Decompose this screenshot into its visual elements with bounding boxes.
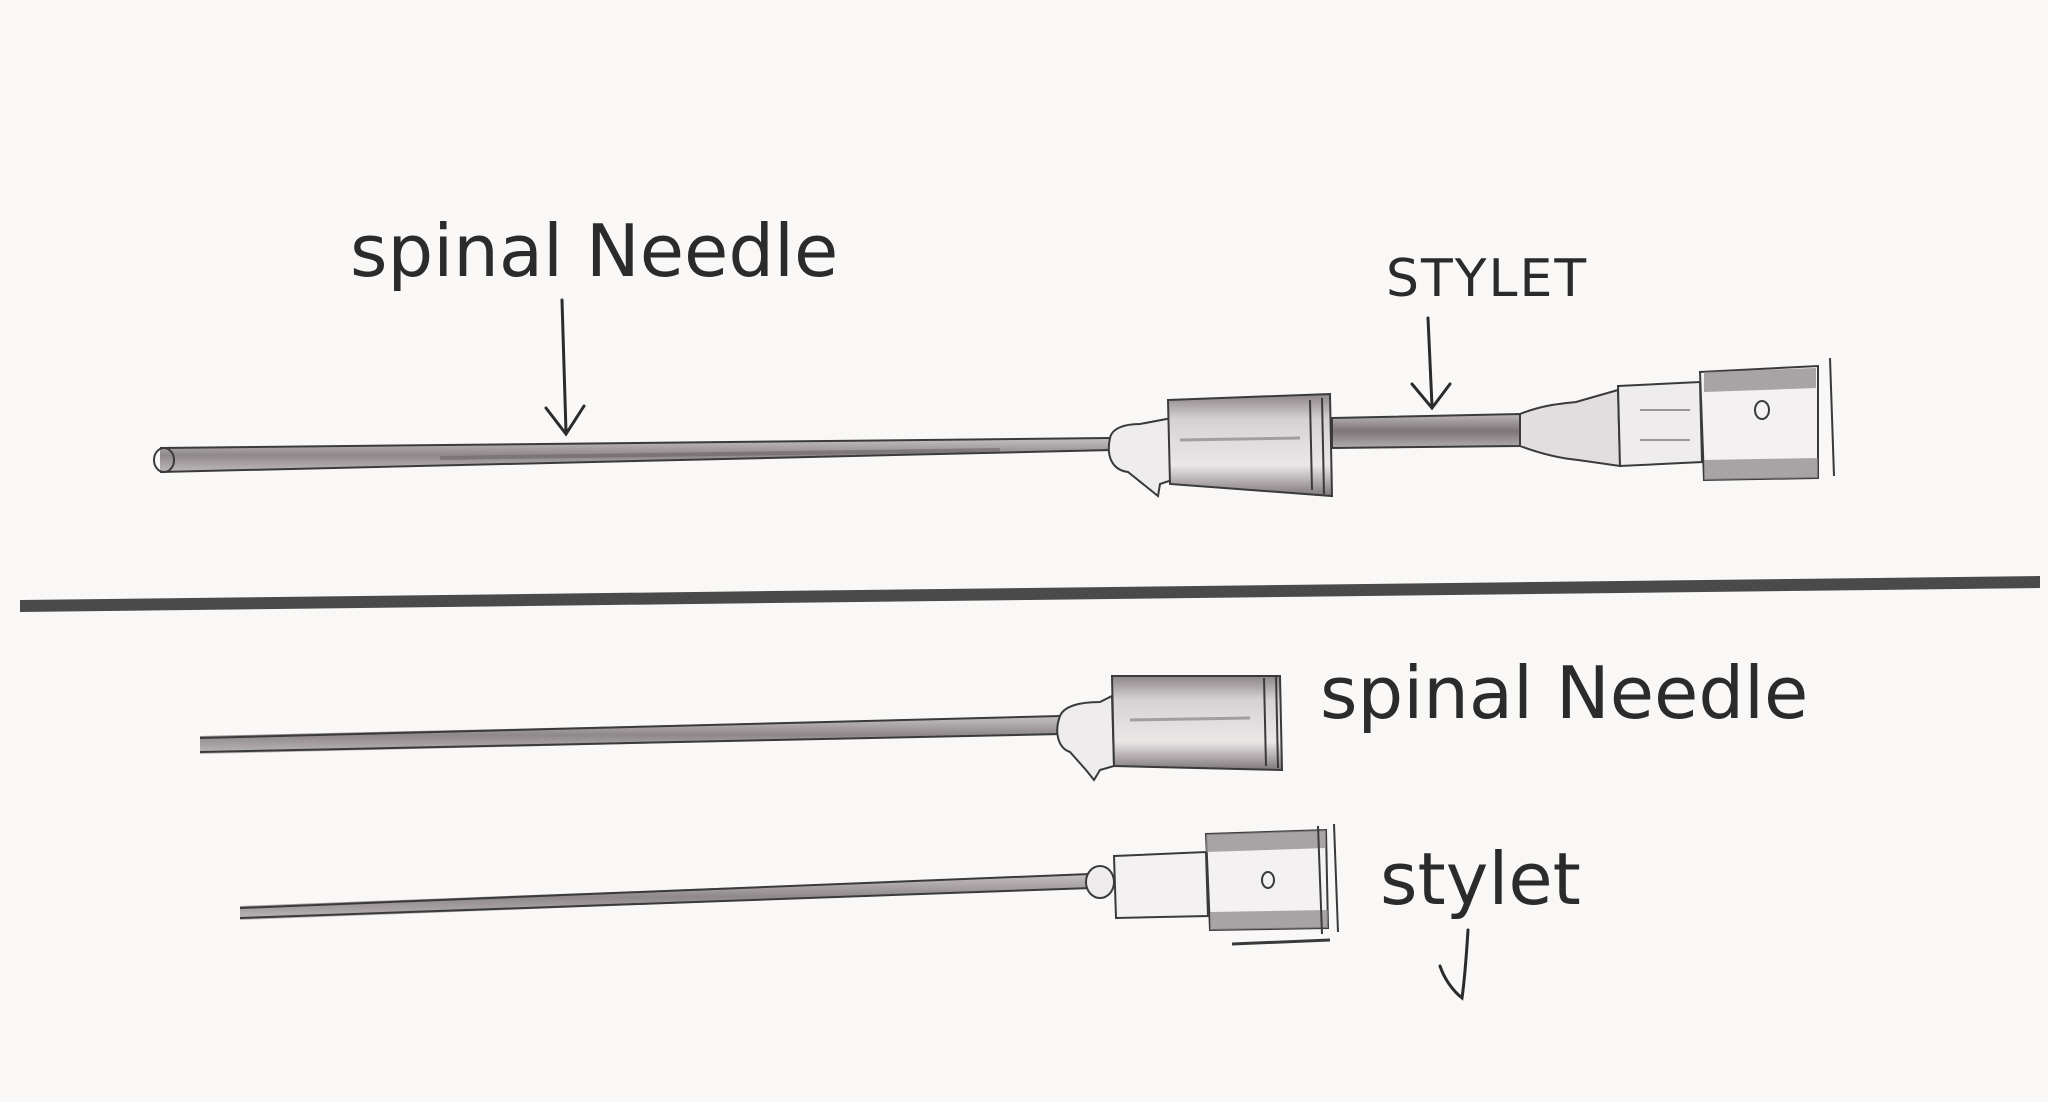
separated-stylet-cap-dot	[1261, 871, 1275, 889]
assembled-stylet-arrow	[1410, 316, 1452, 411]
assembled-stylet-label: STYLET	[1386, 249, 1588, 309]
assembled-needle-hub	[1107, 392, 1334, 498]
assembled-stylet	[1331, 357, 1835, 482]
assembled-needle-arrow	[544, 298, 586, 437]
separated-diagram: spinal Needle stylet	[199, 651, 1808, 1001]
separated-needle	[199, 675, 1284, 782]
stylet-cap-dot	[1754, 400, 1770, 420]
separated-stylet-hook	[1438, 928, 1470, 1001]
separated-stylet-label: stylet	[1380, 837, 1581, 921]
separated-needle-label: spinal Needle	[1320, 651, 1808, 735]
section-divider	[20, 576, 2040, 612]
assembled-diagram: spinal Needle STYLET	[153, 209, 1835, 498]
assembled-needle-label: spinal Needle	[350, 209, 838, 293]
assembled-needle-shaft	[153, 437, 1113, 473]
separated-stylet	[239, 823, 1339, 946]
